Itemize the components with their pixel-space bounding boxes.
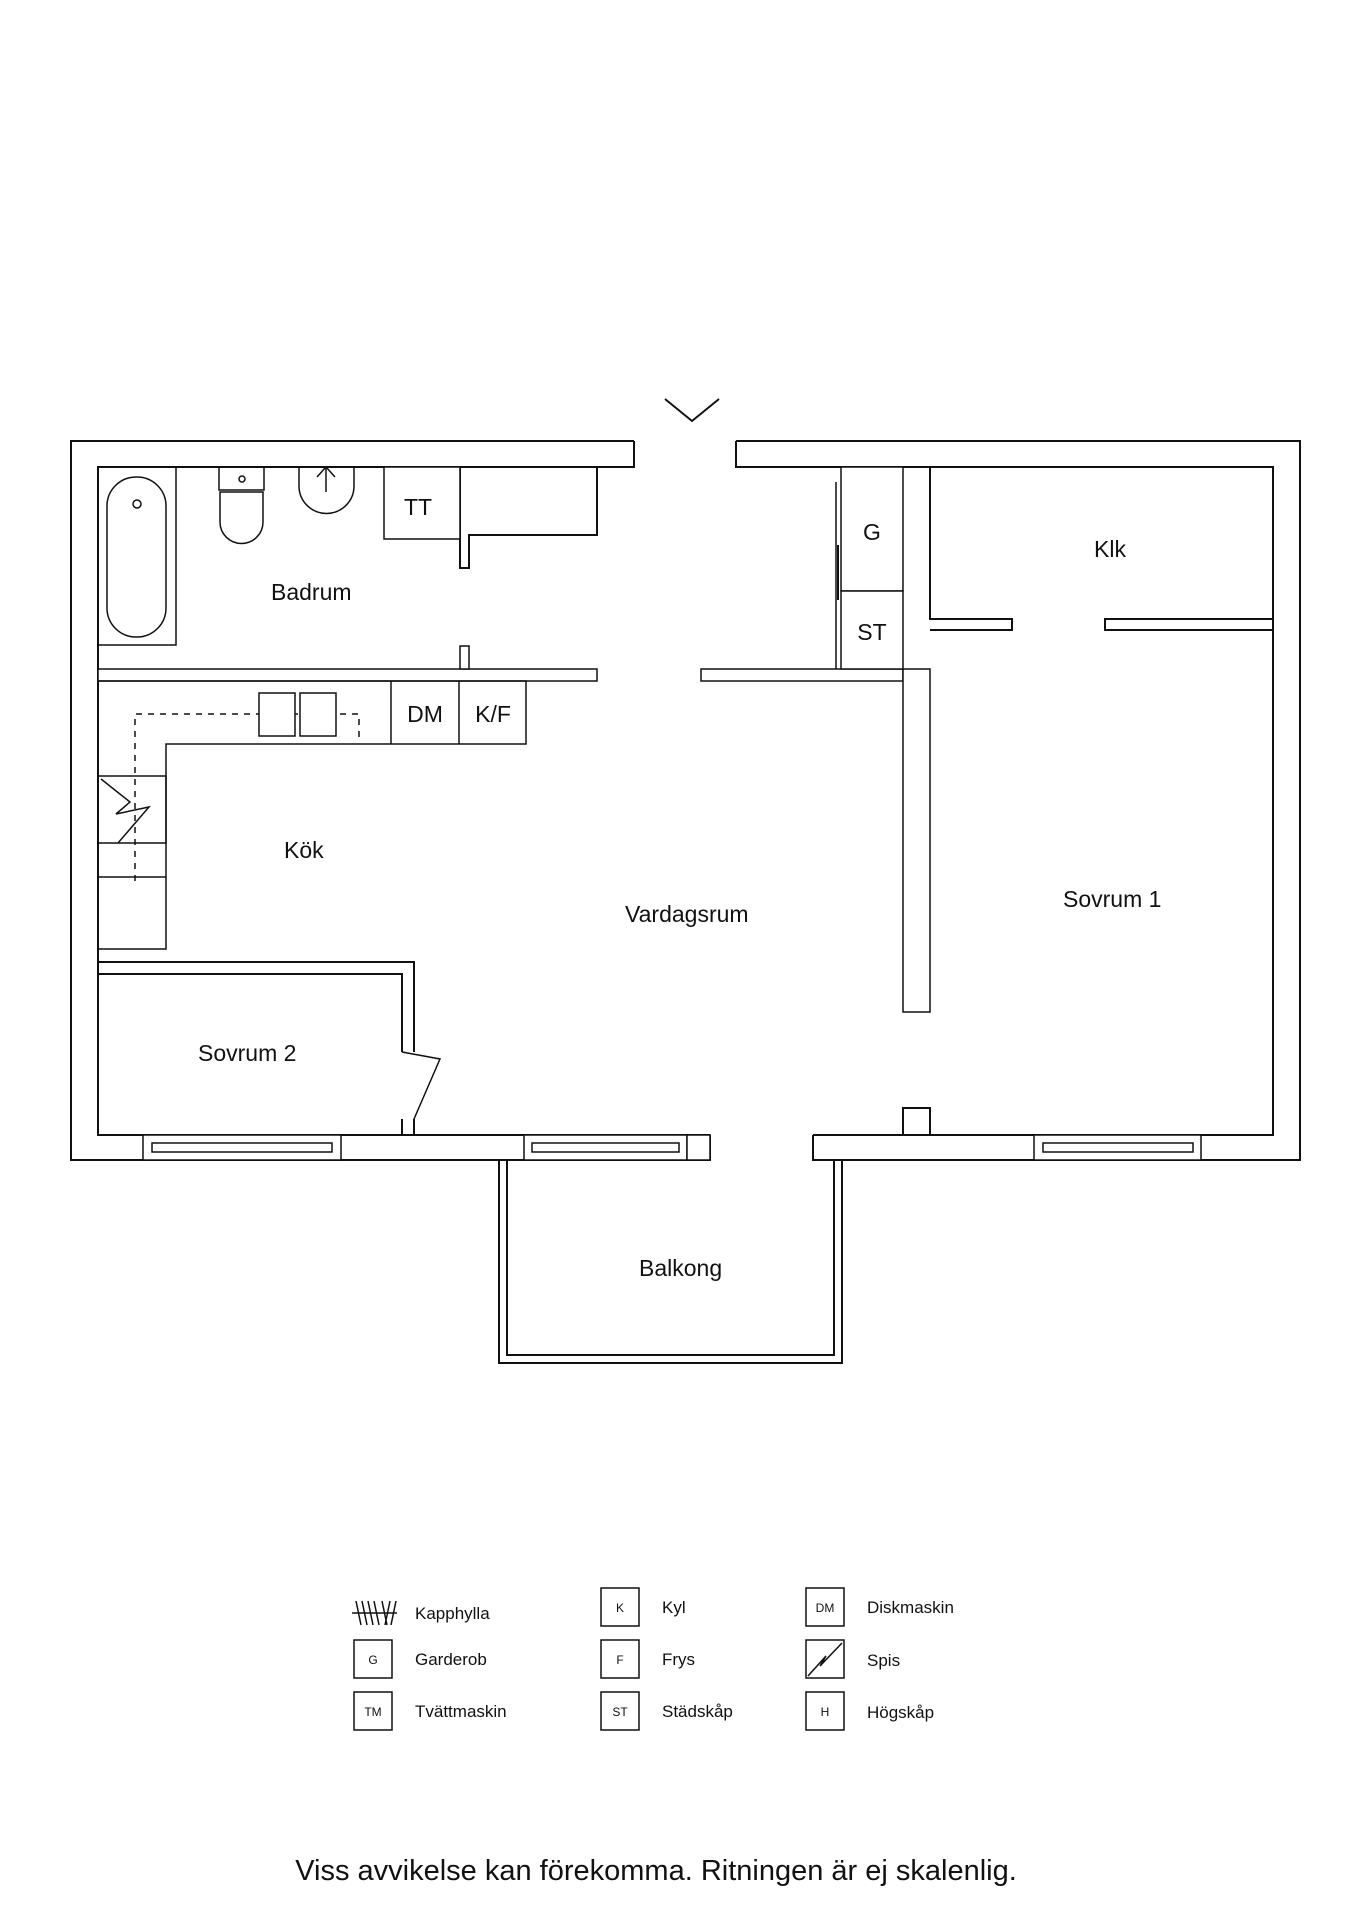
legend-code-h: H [821,1705,830,1719]
fixture-st-label: ST [857,619,886,645]
legend-label-stadskap: Städskåp [662,1702,733,1721]
wardrobe-closet [835,466,904,670]
legend-box-f [600,1639,640,1679]
legend-box-tm [353,1691,393,1731]
legend-box-k [600,1587,640,1627]
legend-code-dm: DM [816,1601,835,1615]
kitchen-counter [98,680,527,950]
legend-label-tvattmaskin: Tvättmaskin [415,1702,507,1721]
legend-code-k: K [616,1601,624,1615]
stove-legend-icon [805,1639,845,1679]
legend-label-garderob: Garderob [415,1650,487,1669]
fixture-kf-label: K/F [475,701,511,727]
legend-code-tm: TM [364,1705,381,1719]
room-vardagsrum-label: Vardagsrum [625,901,749,927]
sink-icon [298,465,355,515]
toilet-icon [218,466,265,545]
legend-label-diskmaskin: Diskmaskin [867,1598,954,1617]
coat-rack-icon [352,1600,397,1626]
room-sovrum1-label: Sovrum 1 [1063,886,1161,912]
legend: Kapphylla G Garderob TM Tvättmaskin K Ky… [352,1587,954,1731]
legend-label-spis: Spis [867,1651,900,1670]
entrance-marker-icon [664,398,720,423]
legend-code-f: F [616,1653,623,1667]
kitchen-bedroom2-wall [98,961,442,1135]
interior-walls [700,467,1273,1135]
windows [142,1134,1202,1161]
room-klk-label: Klk [1094,536,1126,562]
room-sovrum2-label: Sovrum 2 [198,1040,296,1066]
room-kok-label: Kök [284,837,324,863]
fixture-g-label: G [863,519,881,545]
room-balkong-label: Balkong [639,1255,722,1281]
legend-box-st [600,1691,640,1731]
stove-icon [97,775,167,844]
kitchen-sink-icon [258,692,337,737]
legend-label-kapphylla: Kapphylla [415,1604,490,1623]
legend-code-st: ST [612,1705,628,1719]
legend-label-kyl: Kyl [662,1598,686,1617]
legend-box-g [353,1639,393,1679]
legend-code-g: G [368,1653,377,1667]
washing-machine-box [383,466,461,540]
legend-label-hogskap: Högskåp [867,1703,934,1722]
bathtub-icon [97,466,177,646]
fixture-dm-label: DM [407,701,443,727]
balcony-outline [498,1160,843,1364]
legend-box-h [805,1691,845,1731]
room-badrum-label: Badrum [271,579,352,605]
fixture-tt-label: TT [404,494,432,520]
disclaimer-text: Viss avvikelse kan förekomma. Ritningen … [295,1855,1017,1887]
legend-label-frys: Frys [662,1650,695,1669]
bathroom-walls [97,467,598,682]
legend-box-dm [805,1587,845,1627]
